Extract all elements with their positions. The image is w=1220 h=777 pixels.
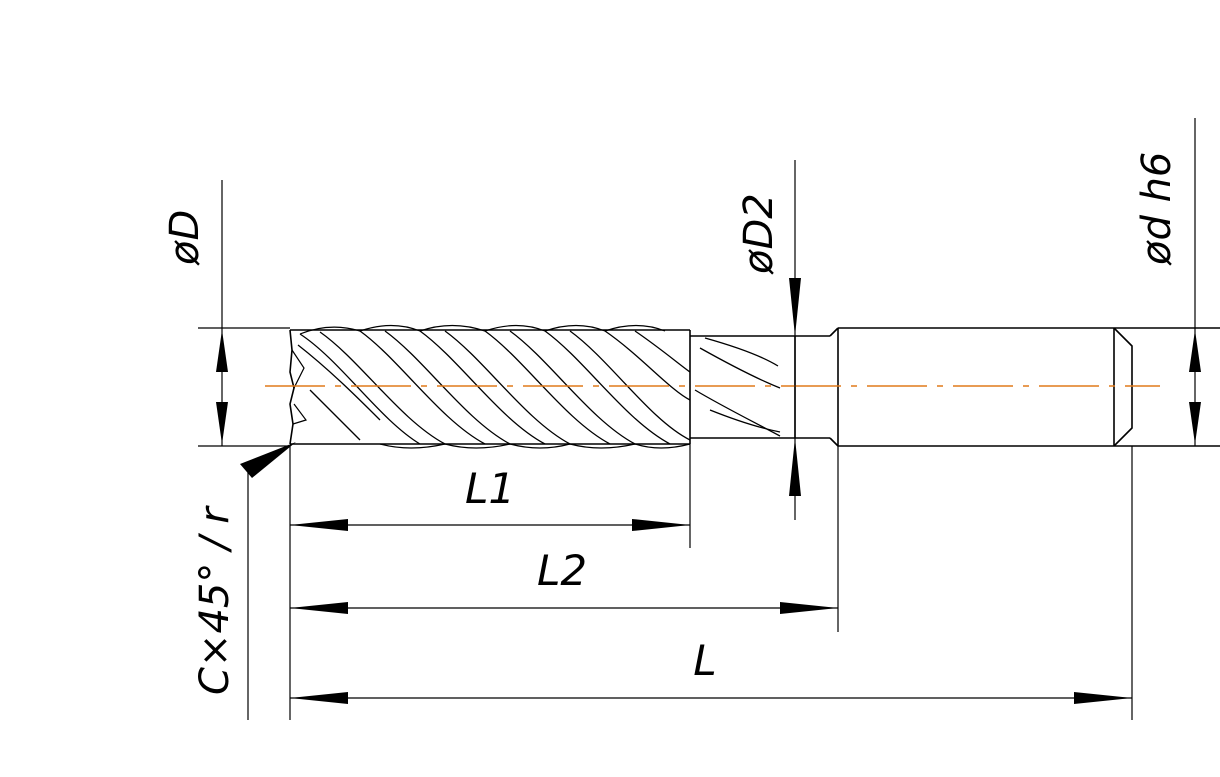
flutes bbox=[297, 324, 781, 449]
runout-line bbox=[709, 409, 781, 433]
label-L1: L1 bbox=[465, 464, 515, 513]
arrow bbox=[632, 519, 690, 531]
flute-line bbox=[569, 330, 691, 441]
flute-line bbox=[419, 330, 546, 445]
extension-lines bbox=[198, 327, 1133, 720]
arrow bbox=[290, 692, 348, 704]
dim-L: L bbox=[290, 636, 1132, 704]
label-chamfer: C×45° / r bbox=[192, 505, 238, 695]
dim-L1: L1 bbox=[290, 464, 690, 531]
flute-line bbox=[604, 330, 691, 401]
flute-crests-bottom bbox=[379, 443, 691, 449]
tip-facets bbox=[291, 349, 307, 425]
dim-L2: L2 bbox=[290, 546, 838, 614]
arrow bbox=[789, 278, 801, 336]
flute-line bbox=[359, 330, 486, 445]
runout-line bbox=[699, 347, 781, 389]
flute-line bbox=[384, 330, 511, 445]
flute-line bbox=[444, 330, 571, 445]
arrow bbox=[789, 438, 801, 496]
label-d: ød h6 bbox=[1134, 152, 1180, 266]
tool-outline bbox=[289, 327, 1220, 447]
neck-shoulder bbox=[829, 327, 839, 447]
flute-line bbox=[319, 331, 446, 445]
label-D2: øD2 bbox=[736, 193, 782, 275]
arrow bbox=[240, 442, 296, 478]
label-D: øD bbox=[162, 210, 208, 266]
flute-line bbox=[544, 330, 671, 445]
runout-line bbox=[694, 389, 781, 437]
arrow bbox=[290, 602, 348, 614]
dim-d: ød h6 bbox=[1134, 118, 1201, 446]
flute-line bbox=[309, 389, 361, 441]
flute-line bbox=[484, 330, 611, 445]
arrow bbox=[1189, 402, 1201, 444]
shank-chamfer bbox=[1113, 327, 1133, 447]
chamfer-leader: C×45° / r bbox=[192, 442, 296, 720]
arrow bbox=[216, 402, 228, 444]
runout-line bbox=[704, 337, 779, 367]
arrow bbox=[780, 602, 838, 614]
flute-line bbox=[297, 344, 381, 421]
label-L: L bbox=[693, 636, 716, 685]
dim-D: øD bbox=[162, 180, 228, 446]
flute-line bbox=[509, 330, 636, 445]
arrow bbox=[1189, 330, 1201, 372]
dim-D2: øD2 bbox=[736, 160, 801, 520]
cutter-tip bbox=[289, 329, 295, 445]
arrow bbox=[290, 519, 348, 531]
arrow bbox=[1074, 692, 1132, 704]
arrow bbox=[216, 330, 228, 372]
flute-line bbox=[634, 330, 691, 373]
label-L2: L2 bbox=[537, 546, 587, 595]
flute-line bbox=[299, 333, 421, 445]
flute-crests-top bbox=[299, 324, 666, 335]
